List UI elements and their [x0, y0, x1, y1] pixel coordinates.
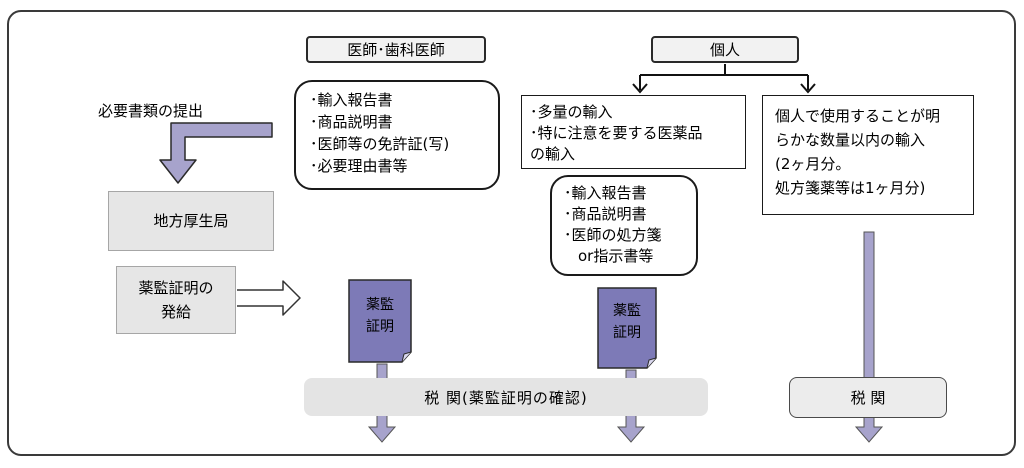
regional-bureau-label: 地方厚生局 [153, 212, 229, 230]
doctor-doc-item: ･輸入報告書 [310, 91, 393, 109]
personal-use-line: (2ヶ月分。 [775, 155, 851, 173]
doctor-doc-item: ･必要理由書等 [310, 157, 408, 175]
personal-use-box: 個人で使用することが明 らかな数量以内の輸入 (2ヶ月分。 処方箋薬等は1ヶ月分… [762, 95, 974, 215]
certificate-doc-1-fold [401, 351, 412, 363]
bulk-doc-item: ･商品説明書 [564, 205, 647, 223]
certificate-doc-2-fold [646, 357, 657, 369]
doctors-header-label: 医師･歯科医師 [347, 41, 445, 59]
bulk-docs-box: ･輸入報告書 ･商品説明書 ･医師の処方箋 or指示書等 [550, 175, 698, 276]
branch-connector [640, 64, 808, 76]
customs-check-bar: 税 関(薬監証明の確認) [304, 378, 708, 416]
issuance-line: 発給 [160, 303, 191, 321]
certificate-label-2: 薬監 証明 [598, 300, 656, 344]
bulk-doc-item: ･輸入報告書 [564, 184, 647, 202]
certificate-line: 証明 [613, 325, 641, 341]
doctor-docs-box: ･輸入報告書 ･商品説明書 ･医師等の免許証(写) ･必要理由書等 [294, 80, 500, 190]
certificate-line: 薬監 [366, 297, 394, 313]
submit-arrow [159, 122, 273, 184]
doctors-header: 医師･歯科医師 [306, 36, 486, 63]
bulk-doc-item: ･医師の処方箋 [564, 226, 662, 244]
personal-use-line: らかな数量以内の輸入 [775, 131, 926, 149]
customs-check-label: 税 関(薬監証明の確認) [424, 388, 588, 407]
branch-arrow-left [632, 75, 648, 94]
issue-arrow [237, 280, 301, 316]
certificate-label-1: 薬監 証明 [349, 294, 411, 338]
bulk-import-box: ･多量の輸入 ･特に注意を要する医薬品 の輸入 [521, 95, 746, 169]
down-arrow-3 [854, 231, 884, 443]
customs-label: 税 関 [850, 389, 886, 407]
individual-header: 個人 [651, 36, 799, 63]
certificate-line: 薬監 [613, 303, 641, 319]
regional-bureau-box: 地方厚生局 [108, 191, 274, 251]
bulk-import-line: の輸入 [530, 145, 576, 163]
bulk-import-line: ･特に注意を要する医薬品 [530, 124, 703, 142]
personal-use-line: 個人で使用することが明 [775, 107, 941, 125]
individual-header-label: 個人 [709, 41, 740, 59]
issuance-box: 薬監証明の 発給 [116, 266, 236, 334]
issuance-line: 薬監証明の [138, 279, 214, 297]
branch-arrow-right [800, 75, 816, 94]
diagram-frame [7, 10, 1016, 456]
doctor-doc-item: ･商品説明書 [310, 113, 393, 131]
bulk-doc-item: or指示書等 [578, 247, 654, 265]
submit-label: 必要書類の提出 [98, 102, 204, 120]
doctor-doc-item: ･医師等の免許証(写) [310, 135, 450, 153]
bulk-import-line: ･多量の輸入 [530, 103, 613, 121]
personal-use-line: 処方箋薬等は1ヶ月分) [775, 179, 926, 197]
customs-box: 税 関 [789, 377, 947, 418]
certificate-line: 証明 [366, 319, 394, 335]
